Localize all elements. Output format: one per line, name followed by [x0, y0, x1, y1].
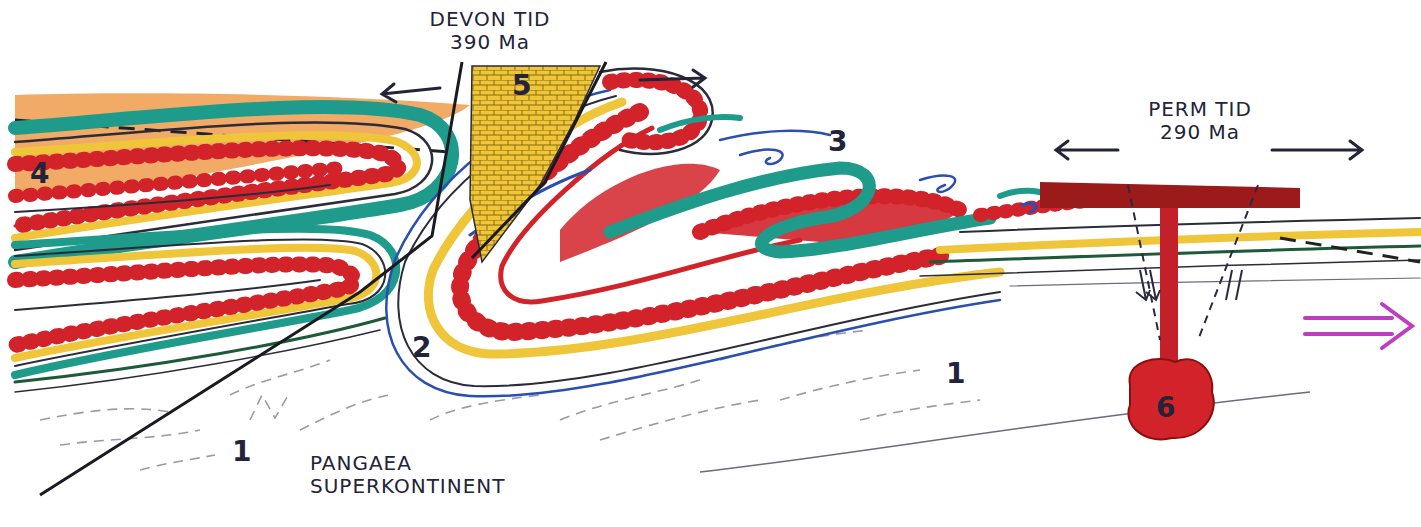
- right-nappe: [610, 80, 700, 142]
- plate-motion-arrow: [1305, 304, 1412, 348]
- left-nappe-lower: [15, 229, 396, 392]
- left-nappe-lower: [15, 280, 320, 310]
- moho-line: [700, 392, 1310, 472]
- permian-rift: [1198, 185, 1258, 340]
- fold-and-flat-layers: [1022, 203, 1036, 212]
- permian-rift: [1136, 270, 1150, 300]
- extension-arrows: [382, 70, 1362, 159]
- left-nappe-upper: [15, 148, 399, 226]
- extension-arrows: [1272, 141, 1362, 159]
- basement-foliation: [40, 409, 170, 420]
- fault-lines: [472, 62, 606, 258]
- devonian-basin: [470, 66, 600, 262]
- annotation-label: PERM TID 290 Ma: [1135, 98, 1265, 144]
- fold-and-flat-layers: [610, 168, 990, 252]
- right-nappe: [600, 69, 713, 154]
- annotation-label: DEVON TID 390 Ma: [425, 8, 555, 54]
- right-nappe: [560, 164, 720, 262]
- fault-lines: [40, 62, 462, 495]
- fold-and-flat-layers: [1010, 278, 1420, 286]
- left-nappe-lower: [15, 330, 380, 392]
- basement-foliation: [300, 395, 390, 430]
- basement-foliation: [250, 392, 290, 420]
- extension-arrows: [640, 70, 705, 87]
- callout-number: 3: [828, 126, 858, 158]
- left-nappe-upper: [15, 135, 417, 238]
- fold-and-flat-layers: [610, 117, 1420, 286]
- basement-foliation: [860, 400, 980, 420]
- extension-arrows: [382, 84, 440, 102]
- left-nappe-lower: [15, 318, 385, 382]
- permian-rift: [1226, 270, 1232, 300]
- plate-motion-arrow: [1305, 316, 1392, 320]
- left-nappe-lower: [15, 229, 396, 375]
- basement-foliation: [560, 380, 700, 420]
- callout-number: 4: [30, 158, 60, 190]
- left-nappe-lower: [15, 239, 385, 366]
- fault-lines: [40, 62, 606, 495]
- callout-number: 5: [512, 70, 542, 102]
- left-nappe-upper: [15, 185, 330, 212]
- right-nappe: [610, 80, 700, 142]
- permian-rift: [1040, 182, 1300, 208]
- permian-rift: [1160, 208, 1178, 370]
- extension-arrows: [1056, 141, 1118, 159]
- basement-foliation: [430, 395, 540, 420]
- callout-number: 2: [412, 332, 442, 364]
- fold-and-flat-layers: [740, 150, 783, 164]
- permian-rift: [1128, 359, 1213, 439]
- fold-and-flat-layers: [920, 176, 955, 192]
- permian-rift: [1040, 182, 1420, 439]
- basement-foliation: [600, 400, 760, 440]
- basement-foliation: [780, 370, 920, 400]
- fold-and-flat-layers: [660, 117, 740, 130]
- permian-rift: [1146, 270, 1160, 300]
- permian-rift: [1280, 238, 1420, 262]
- left-nappe-upper: [15, 168, 340, 196]
- basement-foliation: [140, 455, 215, 470]
- left-nappe-lower: [15, 264, 354, 345]
- left-nappe-lower: [15, 264, 354, 345]
- permian-rift: [1236, 270, 1242, 300]
- fold-and-flat-layers: [720, 131, 830, 140]
- callout-number: 1: [946, 358, 976, 390]
- callout-number: 6: [1156, 392, 1186, 424]
- plate-motion-arrow: [1305, 332, 1392, 336]
- annotation-label: PANGAEA SUPERKONTINENT: [310, 452, 560, 498]
- left-nappe-upper: [15, 168, 340, 196]
- permian-rift: [1128, 185, 1160, 340]
- callout-number: 1: [232, 436, 262, 468]
- plate-motion-arrow: [1382, 304, 1412, 348]
- left-nappe-lower: [15, 248, 376, 358]
- left-nappe-upper: [15, 148, 399, 226]
